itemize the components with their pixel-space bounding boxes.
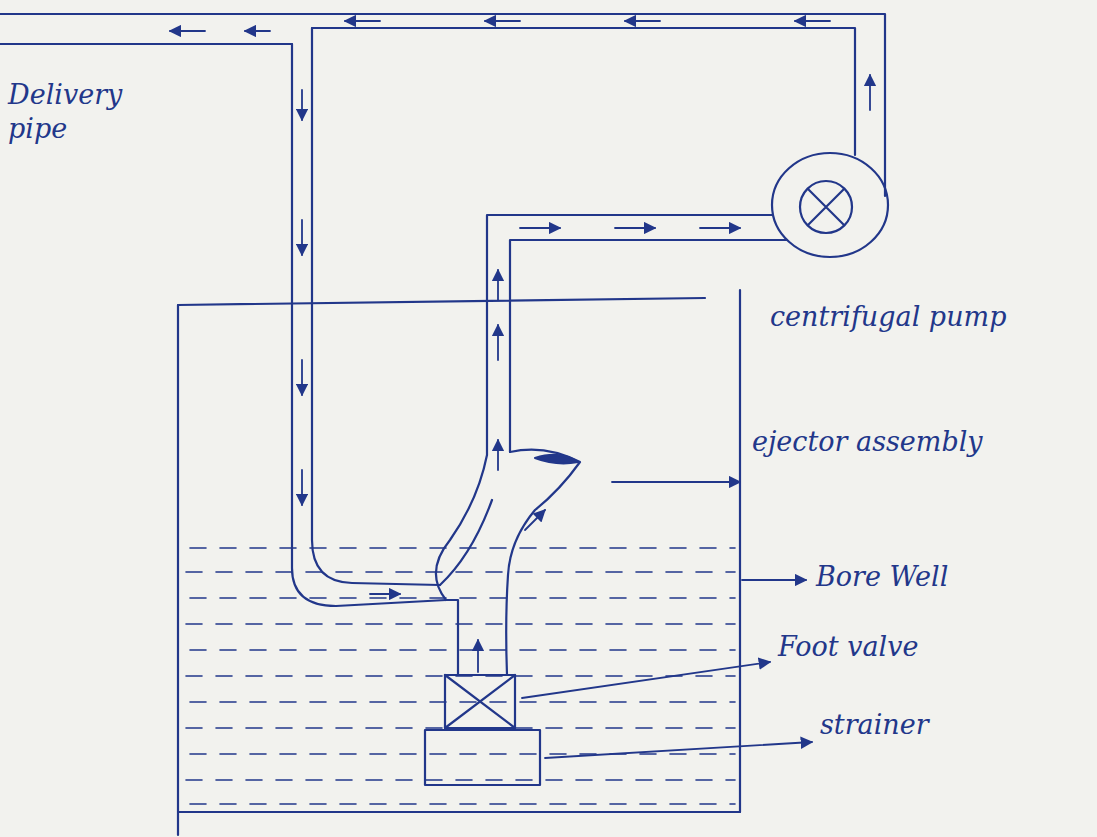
part-label: centrifugal pump [770,300,1090,334]
water [186,548,735,804]
bore-well-rim [178,298,705,305]
bore-well-bottom [178,811,740,813]
pump-impeller [800,181,852,233]
pump-impeller [808,189,844,225]
delivery-pipe [312,28,855,155]
ejector-body [446,600,458,675]
delivery-pipe [0,14,885,196]
delivery-pipe [0,43,292,45]
foot-valve [445,675,515,728]
pressure-pipe [312,28,440,585]
flow-arrow [170,21,870,672]
suction-pipe [510,240,787,452]
part-label: Delivery pipe [8,78,148,146]
pump-casing [772,153,888,257]
part-label: Bore Well [816,560,1076,594]
ejector-mark [535,455,578,464]
foot-valve [445,675,515,728]
part-label: ejector assembly [752,425,1082,459]
suction-pipe [487,215,773,455]
strainer [425,730,540,785]
part-label: Foot valve [778,630,1038,664]
ejector-body [506,450,580,675]
bore-well-wall [177,305,179,835]
leader-line [522,482,812,758]
pressure-pipe [292,44,446,606]
ejector-nozzle [440,500,492,585]
bore-well-wall [739,290,741,812]
part-label: strainer [820,708,1080,742]
